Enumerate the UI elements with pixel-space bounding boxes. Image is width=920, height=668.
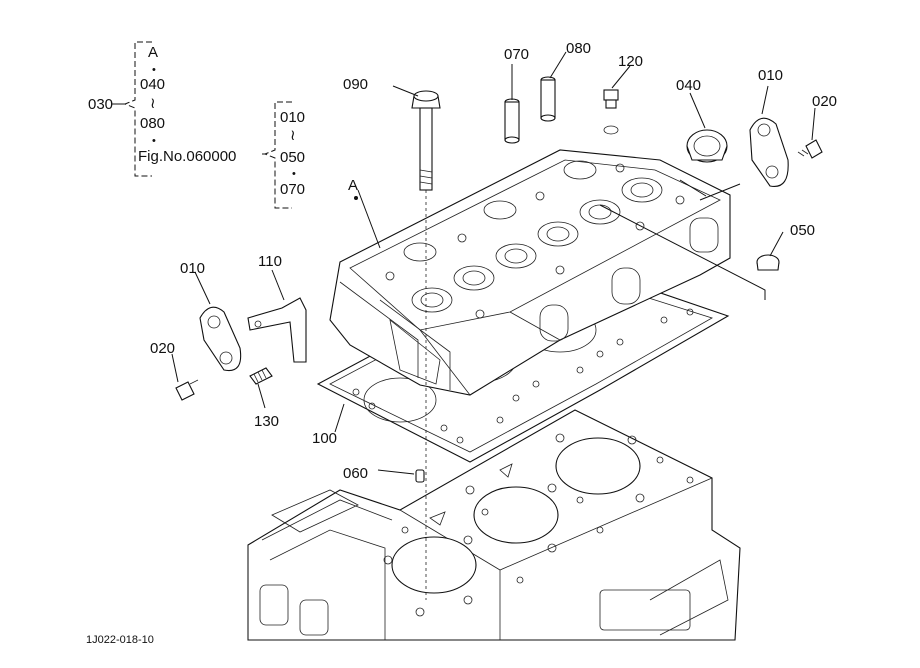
group-010-item-010: 010 bbox=[280, 109, 305, 126]
callout-090: 090 bbox=[343, 76, 368, 93]
callout-130: 130 bbox=[254, 413, 279, 430]
group-010-item-070: 070 bbox=[280, 181, 305, 198]
group-030-bracket: 030 A • 040 ≀ 080 • Fig.No.060000 bbox=[88, 41, 236, 177]
head-bolt-drawing bbox=[411, 90, 441, 600]
dowel-pin-060-drawing bbox=[415, 469, 425, 483]
callout-080: 080 bbox=[566, 40, 591, 57]
cylinder-block-drawing bbox=[247, 409, 741, 641]
group-030-item-080: 080 bbox=[140, 115, 165, 132]
group-030-sep-2: ≀ bbox=[150, 95, 156, 112]
callout-050: 050 bbox=[790, 222, 815, 239]
valve-guide-080-drawing bbox=[540, 76, 556, 122]
leader-lines bbox=[171, 51, 816, 475]
callout-040: 040 bbox=[676, 77, 701, 94]
callout-030: 030 bbox=[88, 96, 113, 113]
group-010-bracket: 010 ≀ 050 • 070 bbox=[262, 101, 305, 209]
callout-070: 070 bbox=[504, 46, 529, 63]
callout-010-top: 010 bbox=[758, 67, 783, 84]
callout-110: 110 bbox=[258, 253, 282, 270]
callout-020-left: 020 bbox=[150, 340, 175, 357]
group-030-item-a: A bbox=[148, 44, 158, 61]
callout-a-dot bbox=[354, 196, 358, 200]
group-010-sep-1: ≀ bbox=[290, 127, 296, 144]
callout-020-top: 020 bbox=[812, 93, 837, 110]
bracket-110-drawing bbox=[247, 297, 307, 363]
group-030-item-fig: Fig.No.060000 bbox=[138, 148, 236, 165]
figure-id: 1J022-018-10 bbox=[86, 634, 154, 646]
hanger-010-right-drawing bbox=[749, 117, 789, 188]
group-030-sep-3: • bbox=[152, 135, 156, 147]
callout-100: 100 bbox=[312, 430, 337, 447]
bolt-020-right-drawing bbox=[797, 139, 823, 159]
plug-120-drawing bbox=[603, 89, 619, 135]
group-030-item-040: 040 bbox=[140, 76, 165, 93]
callout-a: A bbox=[348, 177, 358, 194]
stud-130-drawing bbox=[249, 367, 273, 385]
group-010-item-050: 050 bbox=[280, 149, 305, 166]
callout-120: 120 bbox=[618, 53, 643, 70]
callout-060: 060 bbox=[343, 465, 368, 482]
callout-010-left: 010 bbox=[180, 260, 205, 277]
group-010-sep-2: • bbox=[292, 168, 296, 180]
group-030-sep-1: • bbox=[152, 64, 156, 76]
callout-labels: 070 080 120 090 040 010 020 050 A 010 11… bbox=[150, 40, 837, 482]
valve-guide-070-drawing bbox=[504, 98, 520, 144]
bolt-020-left-drawing bbox=[175, 379, 199, 401]
plug-040-drawing bbox=[686, 129, 728, 163]
cylinder-head-drawing bbox=[329, 149, 731, 396]
hanger-010-left-drawing bbox=[199, 306, 242, 372]
plug-050-drawing bbox=[756, 254, 780, 271]
